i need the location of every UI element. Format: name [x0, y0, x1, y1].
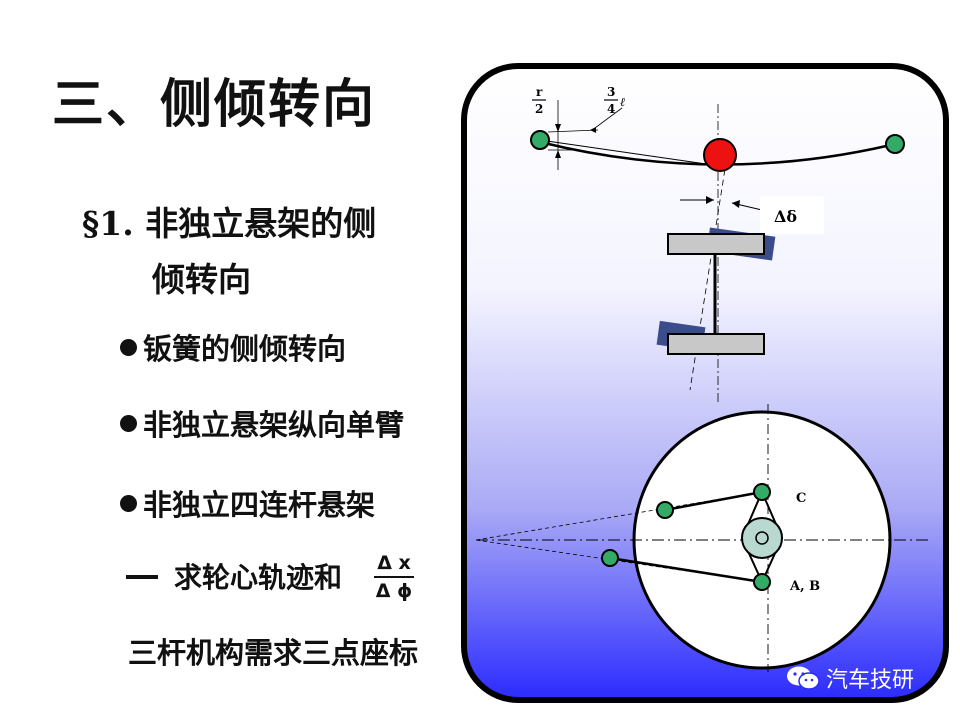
- watermark-text: 汽车技研: [826, 668, 915, 693]
- label-34-symbol: ℓ: [620, 95, 625, 109]
- bullet-dot-icon: [120, 339, 137, 356]
- label-r-numerator: r: [536, 85, 543, 99]
- label-delta: Δδ: [774, 207, 797, 226]
- section-heading-line2: 倾转向: [152, 260, 251, 299]
- fraction-numerator: Δ x: [374, 552, 414, 578]
- arrow-head: [555, 124, 561, 132]
- spring-eye-right: [885, 134, 905, 154]
- leader-line: [594, 107, 623, 129]
- arrow-head: [706, 196, 714, 204]
- delta-label-box: [760, 196, 824, 234]
- bullet-dot-icon: [120, 415, 137, 432]
- upper-link: [664, 490, 763, 512]
- section-heading: §1. 非独立悬架的侧 倾转向: [82, 196, 376, 308]
- bullet-item-four-link: 非独立四连杆悬架: [120, 482, 375, 524]
- bullet-label: 非独立四连杆悬架: [143, 488, 376, 522]
- arrow-head: [555, 150, 561, 158]
- pivot-ab: [753, 573, 771, 591]
- axle-ball: [703, 138, 737, 172]
- requirement-line: 求轮心轨迹和: [126, 556, 342, 596]
- section-heading-line1: §1. 非独立悬架的侧: [82, 204, 377, 243]
- closing-text: 三杆机构需求三点座标: [128, 636, 419, 670]
- spring-eye-left: [530, 130, 550, 150]
- wechat-icon: [787, 666, 820, 690]
- bullet-item-leaf-spring: 钣簧的侧倾转向: [120, 326, 346, 368]
- arrow-head: [732, 200, 740, 208]
- label-34-denominator: 4: [607, 102, 615, 116]
- requirement-text: 求轮心轨迹和: [174, 561, 343, 594]
- pivot-lower-frame: [601, 549, 619, 567]
- dash-icon: [126, 575, 158, 579]
- label-c: C: [796, 491, 806, 506]
- bullet-item-trailing-arm: 非独立悬架纵向单臂: [120, 402, 404, 444]
- arrow-head: [590, 127, 596, 133]
- bullet-dot-icon: [120, 495, 137, 512]
- plate-lower: [667, 333, 765, 355]
- bullet-label: 钣簧的侧倾转向: [143, 332, 347, 366]
- plate-upper: [667, 233, 765, 255]
- delta-fraction: Δ x Δ ϕ: [374, 552, 414, 602]
- slide-title: 三、侧倾转向: [52, 75, 377, 135]
- pivot-c: [753, 483, 771, 501]
- pivot-upper-frame: [656, 501, 674, 519]
- dimension-line: [547, 129, 599, 133]
- hub-center: [755, 531, 769, 545]
- watermark: 汽车技研: [786, 662, 914, 694]
- label-r-denominator: 2: [535, 102, 543, 116]
- label-34-numerator: 3: [607, 85, 615, 99]
- bullet-label: 非独立悬架纵向单臂: [143, 408, 405, 442]
- lower-link: [609, 556, 763, 584]
- label-ab: A, B: [789, 579, 820, 594]
- fraction-denominator: Δ ϕ: [375, 580, 413, 602]
- spring-chord-line: [539, 139, 721, 167]
